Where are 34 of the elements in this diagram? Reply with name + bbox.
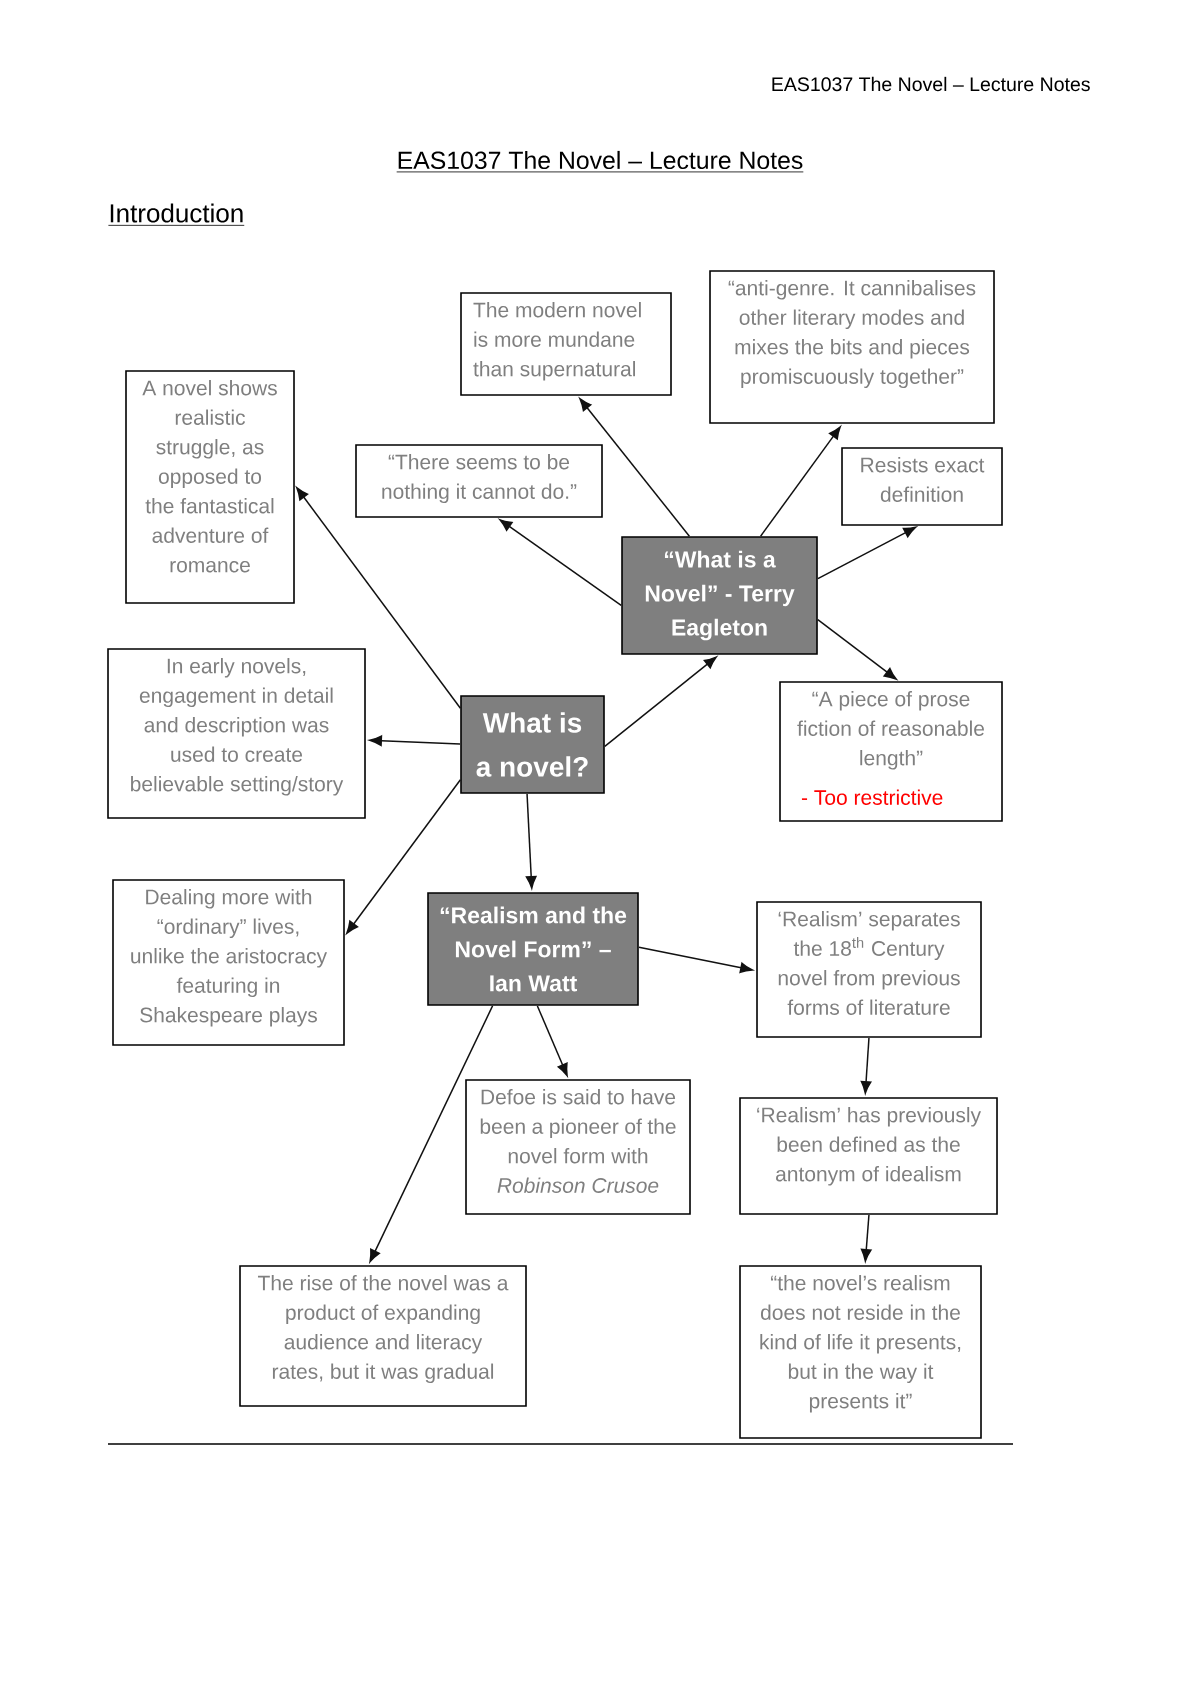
arrow: [346, 779, 462, 934]
arrow: [369, 735, 461, 747]
note-box: A novel shows realistic struggle, as opposed to the fantastical adventure of romance: [125, 370, 295, 604]
topic-box: “What is a Novel” - Terry Eagleton: [621, 536, 818, 655]
note-box: ‘Realism’ has previously been defined as the antonym of idealism: [739, 1097, 998, 1215]
note-box: Defoe is said to have been a pioneer of the novel form with Robinson Crusoe: [465, 1079, 691, 1215]
arrow: [499, 519, 622, 607]
note-box: “anti-genre. It cannibalises other literary modes and mixes the bits and pieces promiscuously together”: [709, 270, 995, 424]
arrow: [536, 1005, 568, 1077]
note-box: “the novel’s realism does not reside in the kind of life it presents, but in the way it presents it”: [739, 1265, 982, 1439]
note-box: Resists exact definition: [841, 447, 1003, 526]
page-title: EAS1037 The Novel – Lecture Notes: [396, 150, 804, 173]
note-box: ‘Realism’ separates the 18$^{th}$ Century novel from previous forms of literature: [756, 901, 982, 1038]
arrow: [638, 946, 753, 974]
section-heading: Introduction: [108, 203, 245, 226]
note-box: “There seems to be nothing it cannot do.”: [355, 444, 603, 518]
arrow: [369, 1005, 494, 1263]
note-box: The modern novel is more mundane than supernatural: [460, 292, 672, 396]
topic-box: “Realism and the Novel Form” – Ian Watt: [427, 892, 639, 1006]
arrow: [817, 618, 897, 680]
arrow: [759, 426, 841, 537]
arrow: [579, 398, 691, 537]
running-header: EAS1037 The Novel – Lecture Notes: [772, 76, 1090, 92]
topic-box: What is a novel?: [460, 695, 605, 794]
note-box: “A piece of prose fiction of reasonable length” - Too restrictive: [779, 681, 1003, 822]
note-box: In early novels, engagement in detail and description was used to create believable setting/story: [107, 648, 366, 819]
arrow: [817, 526, 917, 580]
arrow: [296, 487, 462, 709]
arrow: [604, 656, 717, 748]
note-box: Dealing more with “ordinary” lives, unlike the aristocracy featuring in Shakespeare plays: [112, 879, 345, 1046]
arrow: [860, 1214, 872, 1262]
arrow: [860, 1037, 872, 1094]
note-box: The rise of the novel was a product of expanding audience and literacy rates, but it was gradual: [239, 1265, 527, 1407]
arrow: [525, 793, 537, 889]
